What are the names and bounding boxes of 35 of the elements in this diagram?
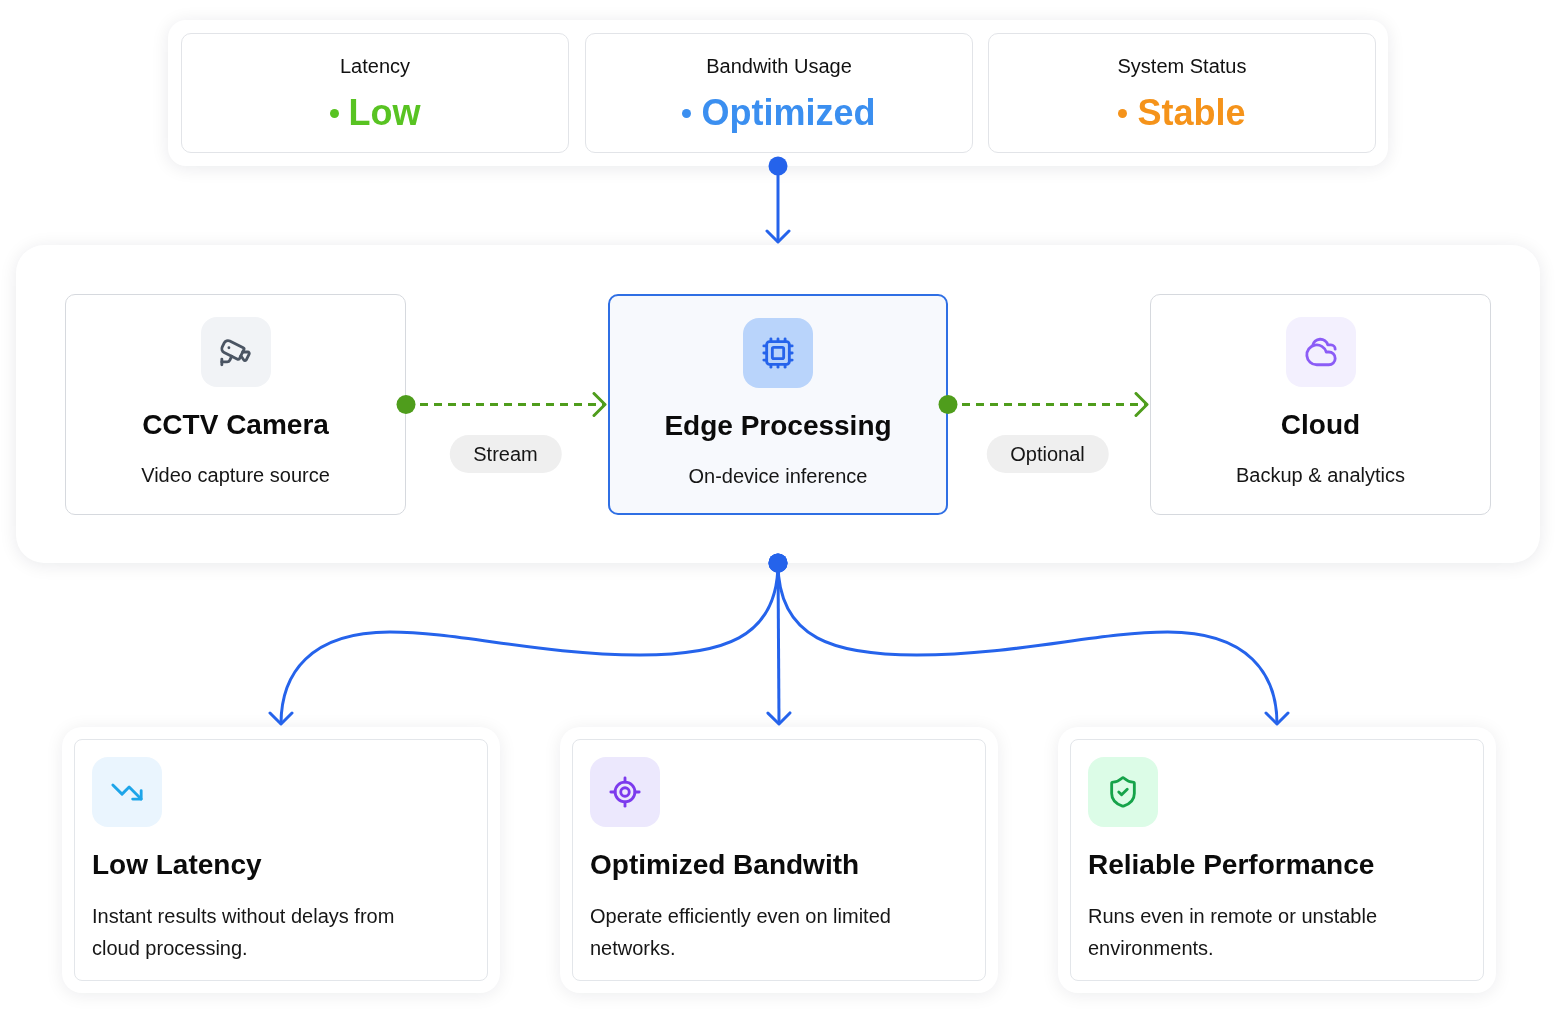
card-title: Edge Processing bbox=[664, 409, 892, 443]
benefit-card bbox=[1058, 727, 1496, 993]
panel bbox=[168, 20, 1388, 166]
arrow bbox=[938, 392, 1149, 417]
card-title: Cloud bbox=[1280, 408, 1361, 442]
card-description: Runs even in remote or unstable environments. bbox=[1088, 904, 1379, 961]
panel bbox=[16, 245, 1540, 563]
benefit-card bbox=[560, 727, 998, 993]
stat-label: Latency bbox=[339, 54, 411, 79]
card-title: Low Latency bbox=[92, 848, 262, 882]
stat-label: System Status bbox=[1117, 54, 1247, 79]
card-description: Instant results without delays from cloud processing. bbox=[92, 904, 396, 961]
stat-card bbox=[181, 33, 569, 153]
stat-value: Low bbox=[348, 91, 421, 135]
stat-label: Bandwith Usage bbox=[706, 54, 852, 79]
card-subtitle: On-device inference bbox=[688, 464, 868, 489]
card-title: CCTV Camera bbox=[142, 408, 329, 442]
stat-value: Optimized bbox=[701, 91, 876, 135]
stat-card bbox=[988, 33, 1376, 153]
edge-label: Stream bbox=[449, 434, 562, 473]
card-title: Reliable Performance bbox=[1088, 848, 1375, 882]
card-subtitle: Backup & analytics bbox=[1236, 463, 1405, 488]
arrow bbox=[396, 392, 607, 417]
component-card bbox=[1150, 294, 1491, 515]
component-card bbox=[608, 294, 948, 515]
edge-label: Optional bbox=[986, 434, 1109, 473]
component-card bbox=[65, 294, 406, 515]
card-description: Operate efficiently even on limited networks. bbox=[590, 904, 892, 961]
arrow bbox=[768, 553, 1289, 726]
arrow bbox=[765, 156, 791, 244]
stat-value: Stable bbox=[1137, 91, 1246, 135]
benefit-card bbox=[62, 727, 500, 993]
stat-card bbox=[585, 33, 973, 153]
card-title: Optimized Bandwith bbox=[590, 848, 860, 882]
card-subtitle: Video capture source bbox=[141, 463, 330, 488]
